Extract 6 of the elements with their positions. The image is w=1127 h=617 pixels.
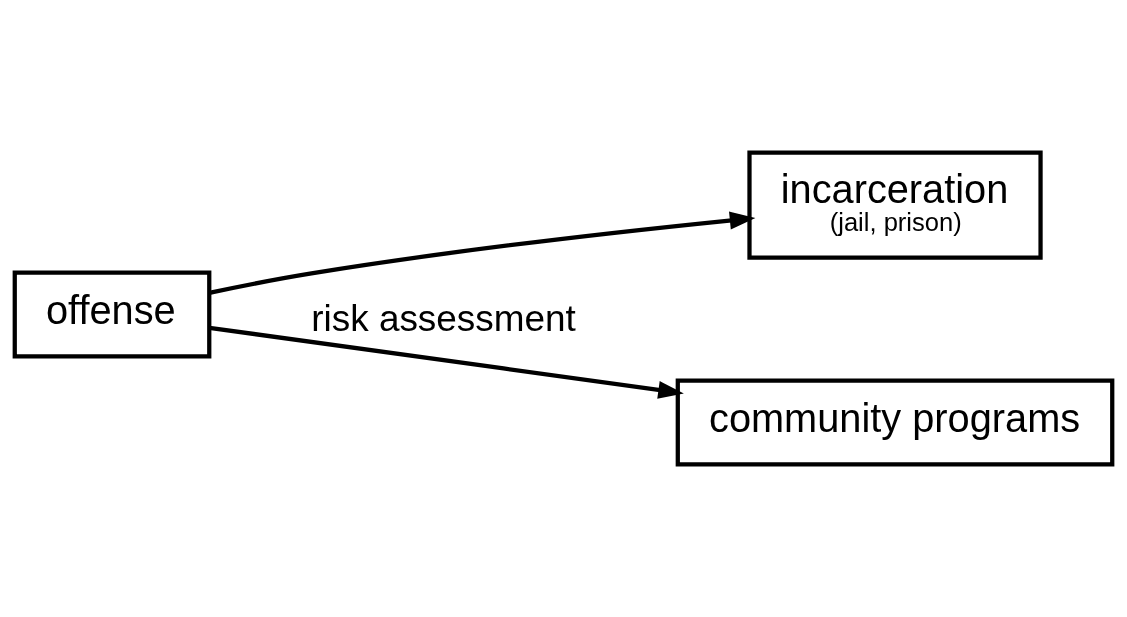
arrow (208, 211, 756, 295)
node-box: community programs (675, 378, 1115, 467)
arrow (209, 325, 684, 399)
node-box: offense (12, 270, 212, 359)
edge-label: risk assessment (311, 298, 576, 340)
node-box: incarceration (jail, prison) (747, 150, 1043, 260)
